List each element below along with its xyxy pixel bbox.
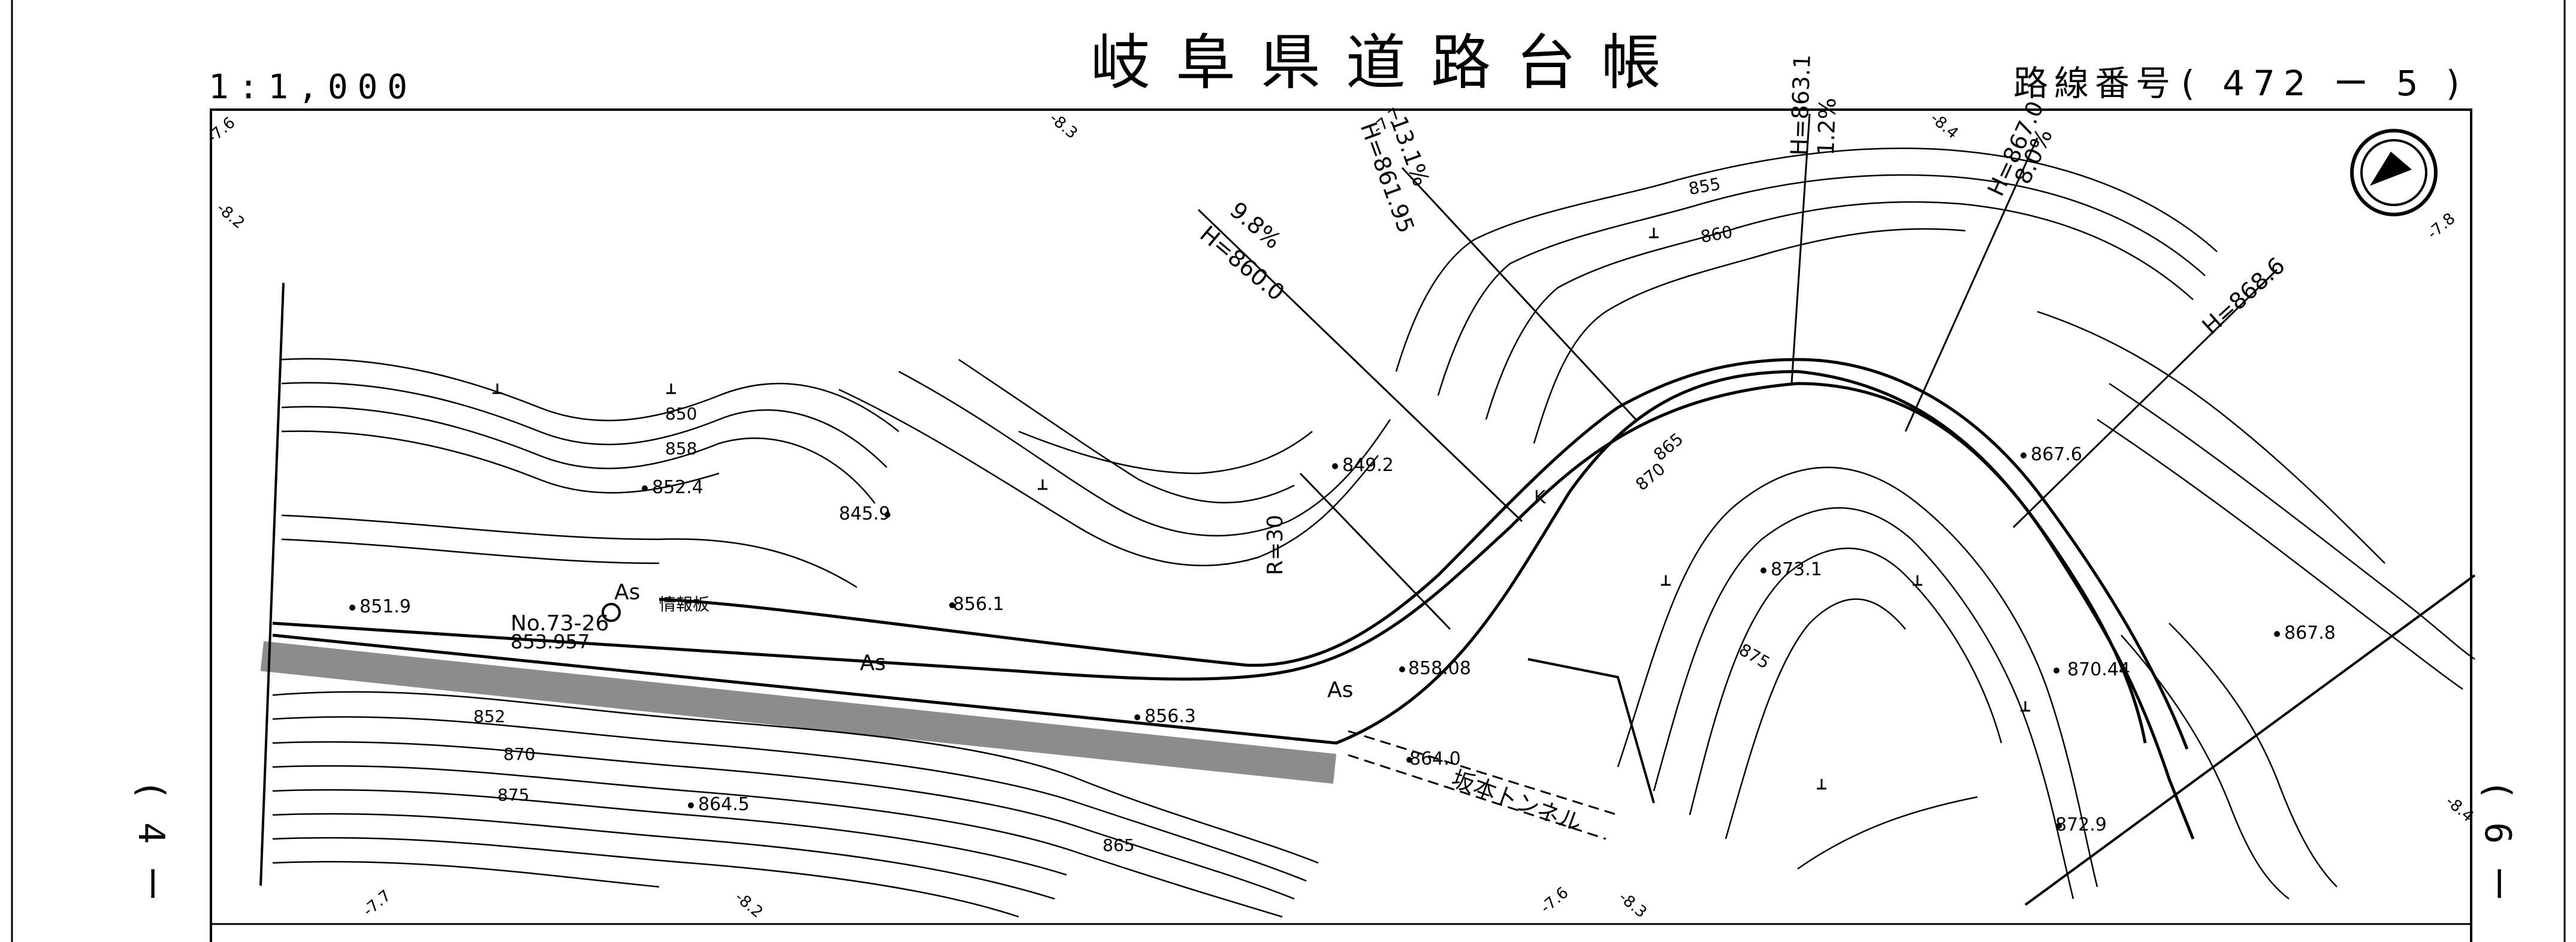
curve-mark-label: K bbox=[1534, 487, 1547, 508]
scale-label: 1:1,000 bbox=[209, 68, 418, 107]
edge-tick: -8.3 bbox=[1615, 888, 1650, 922]
north-arrow-icon bbox=[2350, 129, 2438, 216]
spot-height: 856.3 bbox=[1144, 706, 1196, 727]
contours-upper-left bbox=[281, 358, 899, 588]
spot-height: 870.44 bbox=[2067, 659, 2130, 680]
route-number-label: 路線番号 bbox=[2013, 63, 2177, 104]
spot-height: 858.08 bbox=[1408, 658, 1471, 679]
tunnel-label: 坂本トンネル bbox=[1448, 765, 1586, 837]
map-frame bbox=[210, 108, 2472, 942]
contour-value: 850 bbox=[665, 404, 697, 424]
map-title: 岐阜県道路台帳 bbox=[1091, 28, 1686, 98]
grade-label: 1.2% bbox=[1813, 97, 1841, 156]
tunnel-portal bbox=[1527, 658, 1655, 804]
spot-height: 852.4 bbox=[652, 477, 703, 498]
edge-tick: -8.2 bbox=[213, 199, 248, 233]
spot-height: 867.6 bbox=[2031, 444, 2082, 465]
section-lines bbox=[1197, 113, 2278, 630]
spot-height: 872.9 bbox=[2055, 814, 2107, 835]
contour-value: 870 bbox=[1632, 459, 1669, 495]
route-number-value: ( 472 ー 5 ) bbox=[2181, 63, 2468, 104]
spot-height: 849.2 bbox=[1342, 455, 1394, 476]
edge-tick: -7.6 bbox=[204, 114, 238, 147]
map-extent-left bbox=[259, 282, 285, 886]
spot-height: 845.9 bbox=[839, 503, 890, 524]
contour-value: 870 bbox=[503, 744, 535, 764]
retaining-wall bbox=[260, 641, 1337, 784]
contours-lower-left bbox=[272, 691, 1319, 918]
edge-tick: -7.6 bbox=[1537, 884, 1572, 917]
contour-value: 855 bbox=[1687, 174, 1722, 199]
contour-value: 865 bbox=[1103, 835, 1134, 855]
edge-tick: -8.2 bbox=[732, 888, 766, 922]
tunnel bbox=[1348, 730, 1618, 840]
edge-tick: -7.7 bbox=[360, 887, 394, 920]
spot-height: 867.8 bbox=[2284, 623, 2336, 644]
spot-height-markers bbox=[349, 452, 2280, 829]
pavement-label: As bbox=[614, 580, 640, 605]
pavement-label: As bbox=[1327, 678, 1353, 702]
spot-height: 864.0 bbox=[1409, 748, 1461, 769]
contour-value: 858 bbox=[665, 439, 697, 458]
pavement-label: As bbox=[860, 651, 886, 675]
curve-radius-label: R=30 bbox=[1263, 515, 1288, 575]
contours-middle bbox=[838, 147, 2218, 566]
benchmark-elevation: 853.957 bbox=[511, 630, 590, 653]
contours-right-hill bbox=[1617, 310, 2475, 899]
edge-tick: -7.8 bbox=[2424, 210, 2459, 243]
map-extent-right bbox=[2024, 574, 2476, 906]
contour-value: 852 bbox=[473, 707, 505, 726]
edge-tick: -8.3 bbox=[1046, 109, 1081, 143]
elevation-label: H=868.6 bbox=[2197, 252, 2290, 340]
edge-tick: -8.4 bbox=[1927, 109, 1962, 143]
benchmark-label: No.73-26 bbox=[511, 611, 609, 636]
contour-value: 860 bbox=[1699, 222, 1734, 247]
spot-height: 851.9 bbox=[360, 596, 411, 617]
spot-height: 873.1 bbox=[1771, 559, 1822, 580]
contour-value: 875 bbox=[497, 785, 529, 805]
benchmark-icon bbox=[602, 603, 621, 622]
sign-label: 情報板 bbox=[659, 594, 709, 614]
vegetation-symbols bbox=[493, 228, 2030, 790]
road bbox=[272, 358, 2195, 840]
spot-height: 864.5 bbox=[698, 794, 750, 815]
elevation-label: H=863.1 bbox=[1786, 54, 1816, 156]
spot-height: 856.1 bbox=[953, 594, 1004, 615]
